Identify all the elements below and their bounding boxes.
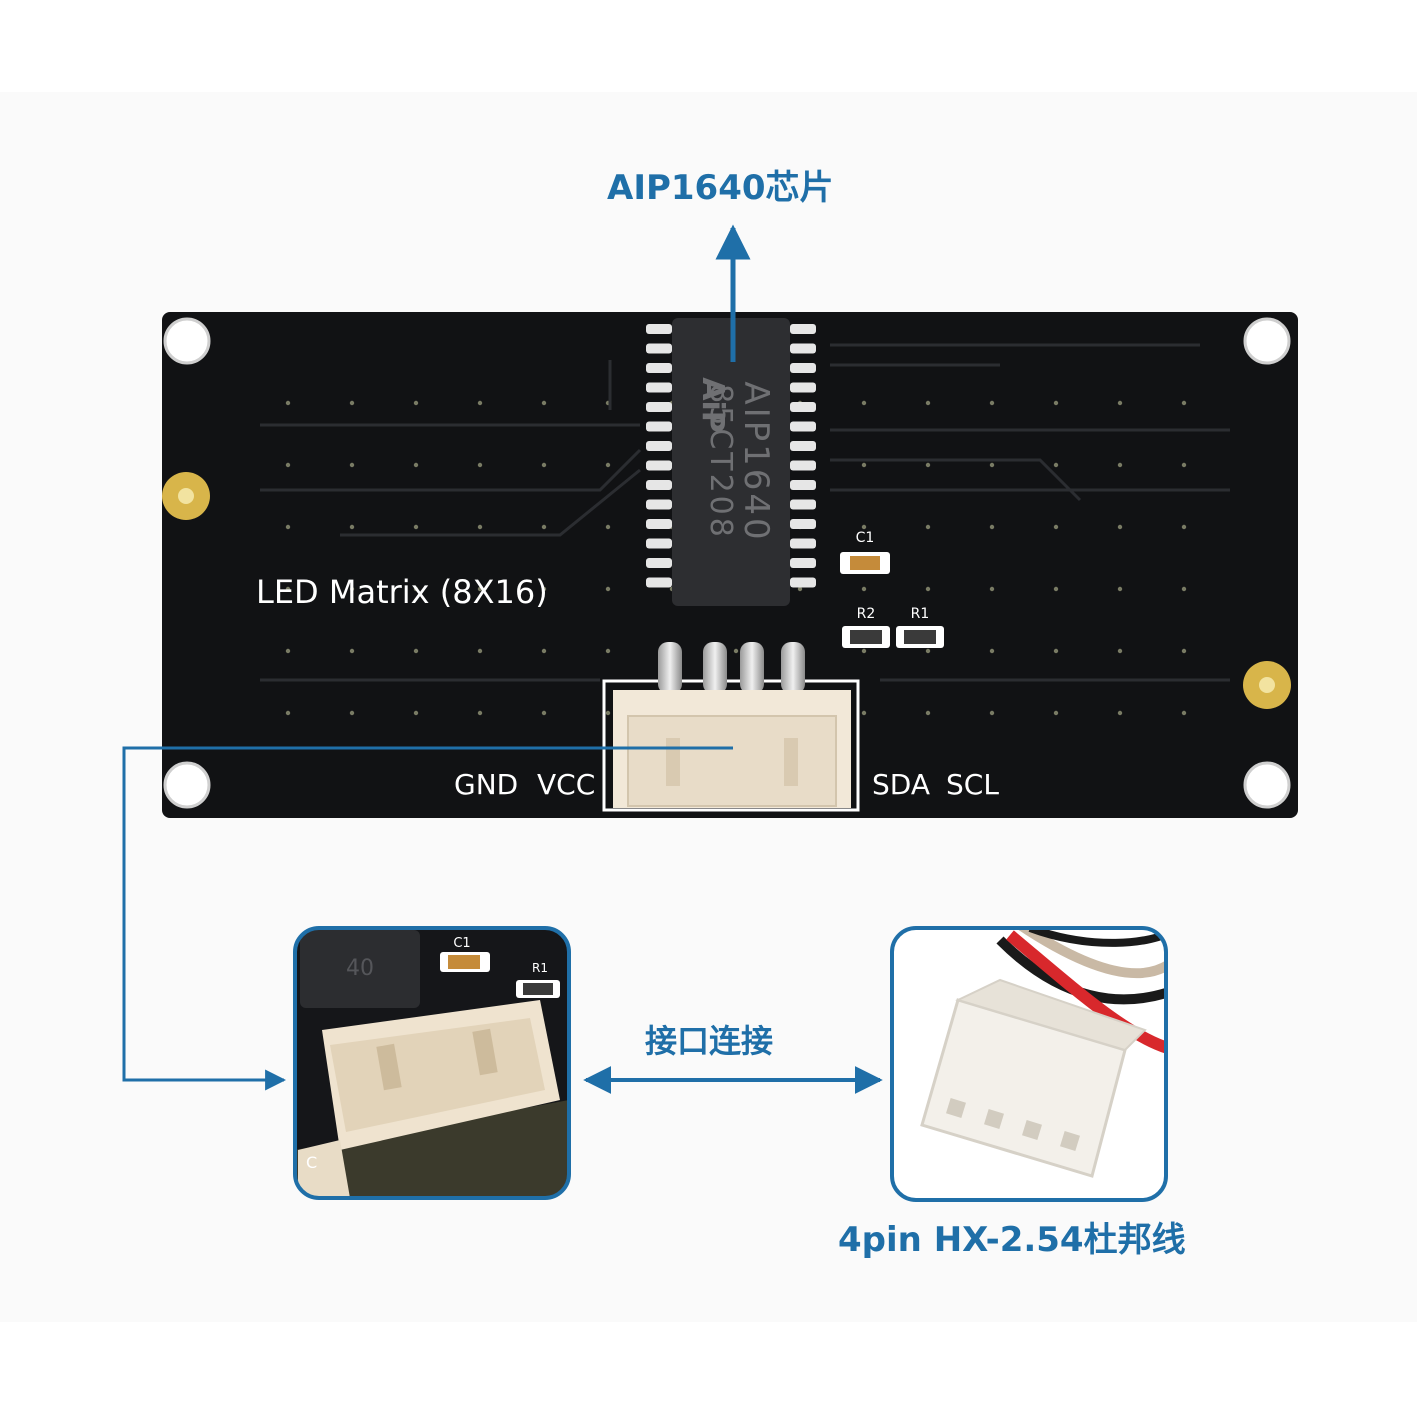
chip-marking: AIP1640 [736,381,776,542]
pin-label-vcc: VCC [537,768,595,801]
chip-pin [790,558,816,568]
chip-pin [790,324,816,334]
chip-pin [790,577,816,588]
chip-pin [790,480,816,490]
chip-pin [646,382,672,393]
chip-pin [646,343,672,354]
board-title: LED Matrix (8X16) [256,573,548,611]
capacitor [850,556,880,570]
pin-label-sda: SDA [872,768,930,801]
cable-inset [890,926,1168,1202]
chip-pin [790,363,816,373]
chip-pin [790,460,816,471]
chip-callout-label: AIP1640芯片 [607,168,834,208]
chip-pin [790,519,816,529]
inset-frame [890,926,1168,1202]
chip-pin [790,499,816,510]
mounting-hole [163,761,211,809]
mounting-holes [162,317,1291,809]
chip-pin [790,421,816,432]
aip1640-chip: AIP1640 85CT208 AiP [646,318,816,606]
chip-pin [646,558,672,568]
chip-pin [790,382,816,393]
mounting-hole [1243,317,1291,365]
mounting-hole [163,317,211,365]
chip-marking-code: 85CT208 [703,384,738,540]
chip-pin [646,363,672,373]
chip-logo: AiP [695,377,730,433]
inset-frame [293,926,571,1200]
smd-components: C1 R2 R1 [840,530,944,648]
wire-red [1006,930,1166,1056]
resistor [904,630,936,644]
connector-outline [602,679,860,812]
cable-callout-label: 4pin HX-2.54杜邦线 [838,1220,1186,1260]
chip-pin [646,499,672,510]
chip-pin [646,402,672,412]
svg-text:40: 40 [346,956,374,981]
pcb-traces [260,343,1230,682]
interface-callout-label: 接口连接 [645,1022,774,1060]
inset-c-label: C [306,1153,317,1172]
chip-corner [300,930,420,1008]
chip-pin [646,324,672,334]
chip-pin [646,441,672,451]
chip-pin [646,480,672,490]
resistor [850,630,882,644]
chip-pin [646,538,672,549]
inset-r1-label: R1 [532,961,548,975]
r1-label: R1 [911,606,930,622]
chip-pin [646,519,672,529]
chip-body [672,318,790,606]
connector-leader-line [122,746,733,1091]
chip-pin [790,538,816,549]
chip-pin [646,460,672,471]
inset-c1-label: C1 [453,936,470,951]
chip-pin [646,421,672,432]
pin-label-gnd: GND [454,768,518,801]
chip-pin [790,343,816,354]
connector-closeup-inset: 40 C1 R1 C [293,926,571,1200]
chip-pin [790,402,816,412]
mounting-hole [1243,761,1291,809]
r2-label: R2 [857,606,876,622]
pin-label-scl: SCL [946,768,999,801]
chip-pin [646,577,672,588]
led-matrix-board: AIP1640 85CT208 AiP C1 R2 R1 LED Matrix … [162,312,1298,818]
header-pins [658,642,805,694]
c1-label: C1 [856,530,875,546]
chip-pin [790,441,816,451]
